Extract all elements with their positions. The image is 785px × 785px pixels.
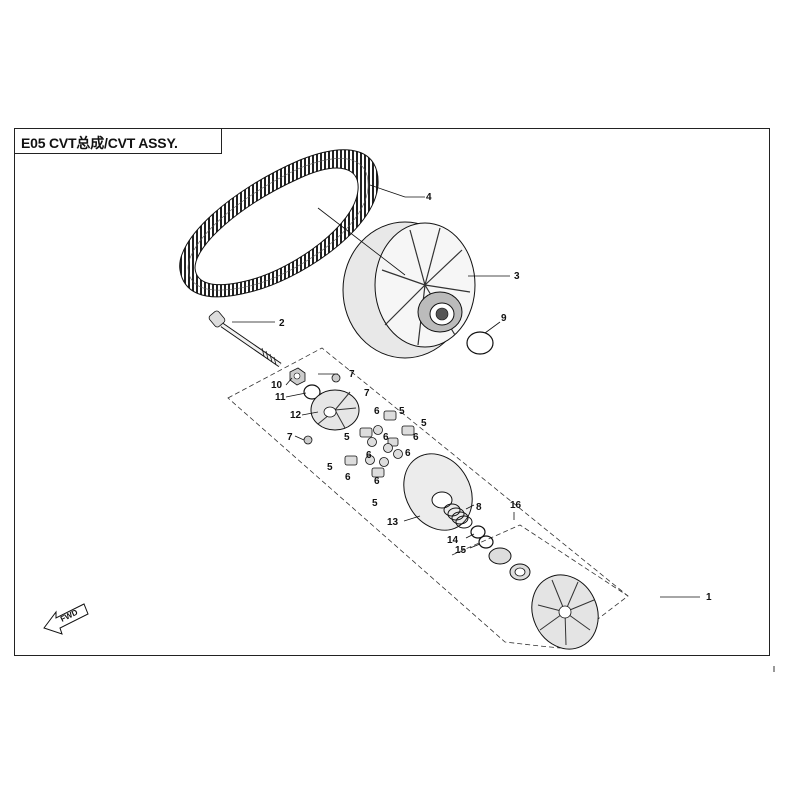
callout-10: 10 <box>271 380 283 391</box>
callout-5: 5 <box>399 406 405 417</box>
callout-5: 5 <box>421 418 427 429</box>
drawing-frame <box>14 128 770 656</box>
fwd-arrow-icon: FWD <box>43 603 89 635</box>
callout-5: 5 <box>344 432 350 443</box>
nut <box>289 367 306 386</box>
callout-7: 7 <box>287 432 293 443</box>
callout-6: 6 <box>413 432 419 443</box>
callout-12: 12 <box>290 410 302 421</box>
callout-6: 6 <box>374 406 380 417</box>
callout-5: 5 <box>372 498 378 509</box>
callout-2: 2 <box>279 318 285 329</box>
washer <box>303 384 321 400</box>
callout-6: 6 <box>345 472 351 483</box>
callout-1: 1 <box>706 592 712 603</box>
callout-11: 11 <box>275 392 286 403</box>
callout-4: 4 <box>426 192 432 203</box>
callout-13: 13 <box>387 517 399 528</box>
leader-lines <box>232 184 700 598</box>
callout-7: 7 <box>364 388 370 399</box>
callout-15: 15 <box>455 545 467 556</box>
callout-6: 6 <box>405 448 411 459</box>
callout-6: 6 <box>383 432 389 443</box>
ring <box>470 525 486 539</box>
callout-6: 6 <box>374 476 380 487</box>
bushings <box>488 547 531 581</box>
small-screw <box>303 435 313 445</box>
callout-14: 14 <box>447 535 459 546</box>
callout-8: 8 <box>476 502 482 513</box>
driven-clutch <box>342 221 476 359</box>
fixed-sheave <box>531 574 599 650</box>
callout-9: 9 <box>501 313 507 324</box>
o-ring <box>466 331 494 355</box>
callout-7: 7 <box>349 369 355 380</box>
title-box: E05 CVT总成/CVT ASSY. <box>14 128 222 154</box>
callout-16: 16 <box>510 500 522 511</box>
callout-labels: 4 3 2 9 10 11 7 7 12 7 6 5 5 5 6 6 6 6 5… <box>271 192 712 603</box>
spider-cover <box>310 389 360 431</box>
movable-sheave <box>403 453 473 531</box>
spring <box>443 503 473 529</box>
sliders-and-rollers <box>344 410 415 478</box>
page-title: E05 CVT总成/CVT ASSY. <box>21 135 178 151</box>
callout-6: 6 <box>366 450 372 461</box>
callout-3: 3 <box>514 271 520 282</box>
drive-belt <box>179 149 379 298</box>
callout-5: 5 <box>327 462 333 473</box>
ring <box>478 535 494 549</box>
long-bolt <box>208 310 282 368</box>
small-screw <box>331 373 341 383</box>
